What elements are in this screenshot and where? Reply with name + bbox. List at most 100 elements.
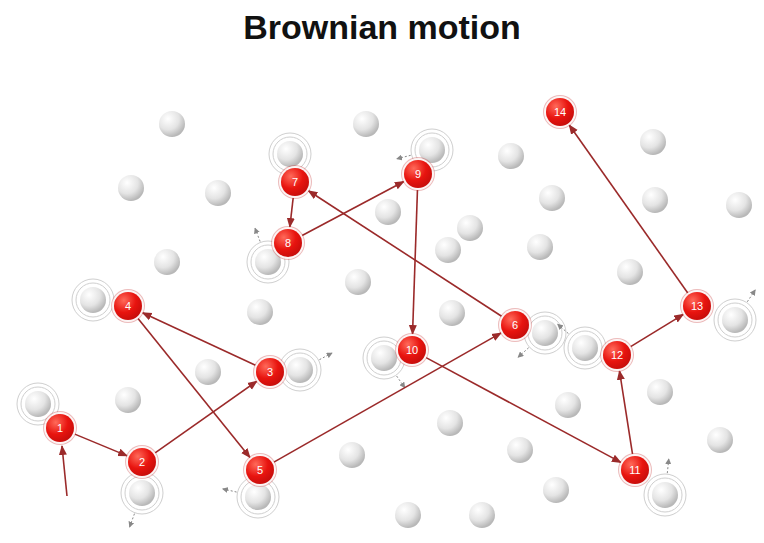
step-number: 3 [267, 367, 273, 378]
solvent-molecule [345, 269, 371, 295]
solvent-molecule [375, 199, 401, 225]
solvent-molecule [80, 287, 106, 313]
recoil-arrows [58, 155, 756, 527]
particle-position: 9 [404, 160, 432, 188]
path-arrow [619, 371, 632, 454]
particle-position: 6 [501, 311, 529, 339]
path-arrow [143, 313, 256, 366]
solvent-molecule [277, 141, 303, 167]
path-arrow [426, 358, 621, 463]
collision-ring [568, 331, 602, 365]
solvent-molecule [652, 482, 678, 508]
solvent-molecule [726, 192, 752, 218]
collision-ring [283, 353, 317, 387]
step-number: 4 [125, 301, 131, 312]
step-number: 2 [139, 457, 145, 468]
recoil-arrow [747, 290, 755, 302]
solvent-molecules [25, 111, 752, 528]
path-arrow [631, 314, 684, 346]
solvent-molecule [287, 357, 313, 383]
solvent-molecule [339, 442, 365, 468]
step-number: 6 [512, 320, 518, 331]
step-number: 7 [292, 177, 298, 188]
solvent-molecule [371, 345, 397, 371]
step-number: 5 [257, 465, 263, 476]
path-arrow [302, 182, 404, 236]
solvent-molecule [640, 129, 666, 155]
solvent-molecule [532, 320, 558, 346]
collision-ring [121, 472, 163, 514]
recoil-arrow [397, 155, 411, 158]
solvent-molecule [118, 175, 144, 201]
solvent-molecule [572, 335, 598, 361]
collision-ring [367, 341, 401, 375]
collision-ring [528, 316, 562, 350]
step-number: 1 [57, 423, 63, 434]
recoil-arrow [558, 324, 569, 333]
path-arrow [138, 318, 250, 457]
collision-ring [72, 279, 114, 321]
step-number: 10 [406, 345, 418, 356]
recoil-arrow [130, 514, 135, 527]
recoil-arrow [255, 228, 260, 241]
collision-ring [241, 480, 275, 514]
solvent-molecule [507, 437, 533, 463]
solvent-molecule [205, 180, 231, 206]
particle-position: 4 [114, 292, 142, 320]
collision-ring [21, 387, 55, 421]
solvent-molecule [617, 259, 643, 285]
solvent-molecule [419, 137, 445, 163]
solvent-molecule [707, 427, 733, 453]
recoil-arrow [223, 489, 237, 492]
path-arrow [308, 191, 501, 317]
diagram-title: Brownian motion [0, 8, 764, 47]
step-number: 14 [554, 107, 566, 118]
solvent-molecule [469, 502, 495, 528]
recoil-arrow [667, 459, 668, 473]
step-number: 9 [415, 169, 421, 180]
solvent-molecule [647, 379, 673, 405]
particle-position: 14 [546, 98, 574, 126]
collision-ring [524, 312, 566, 354]
particle-position: 10 [398, 336, 426, 364]
solvent-molecule [115, 387, 141, 413]
particle-position: 1 [46, 414, 74, 442]
path-arrow [274, 333, 501, 462]
collision-ring [273, 137, 307, 171]
recoil-arrow [319, 353, 331, 360]
solvent-molecule [247, 299, 273, 325]
particle-position: 8 [274, 229, 302, 257]
solvent-molecule [539, 185, 565, 211]
step-number: 13 [691, 301, 703, 312]
collision-ring [279, 349, 321, 391]
solvent-molecule [498, 143, 524, 169]
solvent-molecule [722, 307, 748, 333]
collision-ring [564, 327, 606, 369]
collision-ring [714, 299, 756, 341]
collision-ring [718, 303, 752, 337]
solvent-molecule [543, 477, 569, 503]
collision-ring [76, 283, 110, 317]
solvent-molecule [439, 300, 465, 326]
path-arrow [75, 434, 127, 456]
particle-position: 7 [281, 168, 309, 196]
path-arrow [413, 190, 418, 334]
particle-position: 12 [603, 341, 631, 369]
solvent-molecule [642, 187, 668, 213]
solvent-molecule [154, 249, 180, 275]
path-arrow [569, 125, 688, 293]
solvent-molecule [435, 237, 461, 263]
particle-position: 2 [128, 448, 156, 476]
solvent-molecule [159, 111, 185, 137]
step-number: 11 [629, 465, 640, 476]
solvent-molecule [245, 484, 271, 510]
recoil-arrow [518, 348, 528, 357]
step-number: 12 [611, 350, 623, 361]
step-number: 8 [285, 238, 291, 249]
entry-arrow [62, 446, 67, 496]
solvent-molecule [195, 359, 221, 385]
path-arrow [155, 381, 257, 453]
